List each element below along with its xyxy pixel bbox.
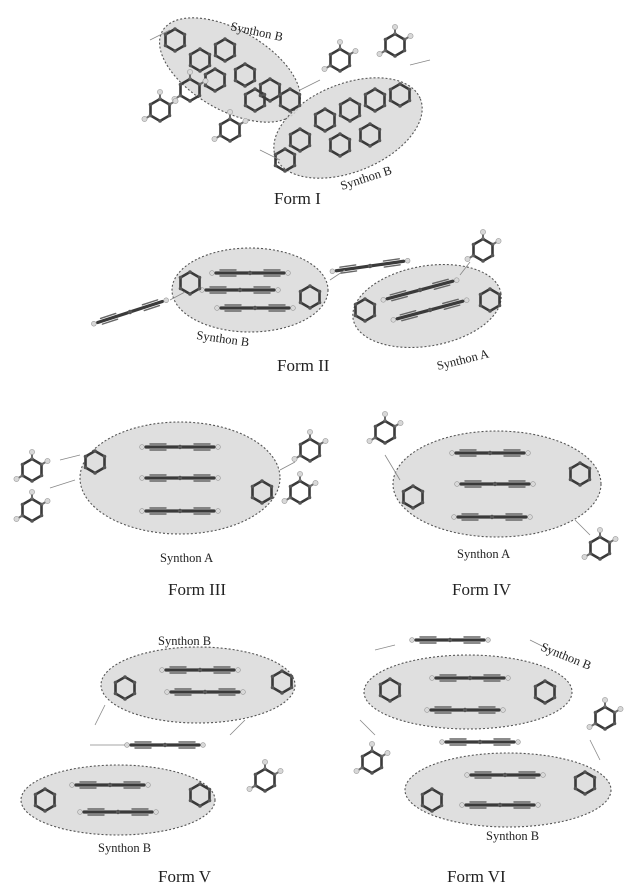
panel-form-1: Synthon B Synthon B Form I — [142, 17, 431, 208]
synthon-ellipse — [100, 646, 296, 724]
form-label: Form II — [277, 356, 330, 375]
molecule-cluster — [354, 635, 623, 815]
form-label: Form V — [158, 867, 212, 885]
synthon-label: Synthon B — [486, 829, 539, 843]
synthon-ellipse — [20, 764, 216, 836]
form-label: Form VI — [447, 867, 506, 885]
synthon-ellipse — [404, 752, 612, 828]
synthon-ellipse — [352, 263, 502, 349]
form-label: Form IV — [452, 580, 512, 599]
synthon-ellipse — [363, 654, 573, 730]
panel-form-3: Synthon A Form III — [14, 421, 328, 599]
molecule-cluster — [142, 24, 431, 175]
panel-form-5: Synthon B Synthon B Form V — [20, 634, 296, 885]
panel-form-6: Synthon B Synthon B Form VI — [354, 635, 623, 885]
synthon-label: Synthon A — [457, 547, 510, 561]
molecule-cluster — [367, 411, 618, 560]
form-label: Form I — [274, 189, 321, 208]
synthon-label: Synthon A — [435, 346, 490, 372]
molecule-cluster — [32, 665, 295, 817]
molecule-cluster — [14, 429, 328, 522]
synthon-label: Synthon B — [539, 640, 594, 673]
molecule-cluster — [89, 229, 503, 329]
form-label: Form III — [168, 580, 226, 599]
panel-form-4: Synthon A Form IV — [367, 411, 618, 599]
synthon-label: Synthon A — [160, 551, 213, 565]
panel-form-2: Synthon B Synthon A Form II — [89, 229, 503, 375]
synthon-label: Synthon B — [98, 841, 151, 855]
synthon-label: Synthon B — [158, 634, 211, 648]
